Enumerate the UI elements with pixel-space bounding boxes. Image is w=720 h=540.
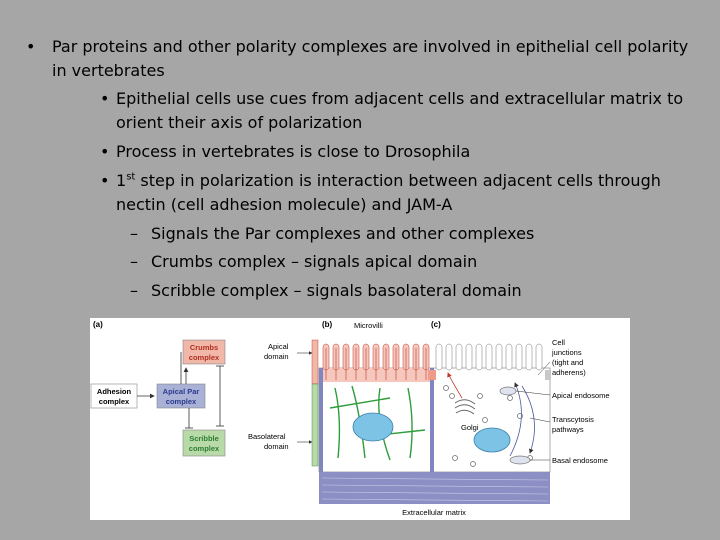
adhesion-label-1: Adhesion (97, 387, 132, 396)
scribble-label-2: complex (189, 444, 220, 453)
apical-band (319, 368, 431, 382)
sub-bullet-1: Signals the Par complexes and other comp… (151, 224, 535, 243)
figure-svg: (a) (b) (c) Crumbs complex Adhesion comp… (90, 320, 610, 517)
bullet-4-post: step in polarization is interaction betw… (135, 171, 661, 190)
basolateral-domain-label-1: Basolateral (248, 432, 286, 441)
actin-filaments (325, 348, 427, 380)
par-label-2: complex (166, 397, 197, 406)
scribble-complex-box (182, 429, 226, 457)
dash-marker: – (130, 281, 138, 300)
apical-domain-bar (311, 339, 319, 385)
ecm-label: Extracellular matrix (402, 508, 466, 517)
bullet-4-pre: 1 (116, 171, 127, 190)
bullet-3-line-1: Process in vertebrates is close to Droso… (116, 142, 471, 161)
golgi-stack (454, 399, 476, 415)
panel-a-label: (a) (93, 320, 103, 329)
microvilli-label: Microvilli (354, 321, 383, 330)
crumbs-label-2: complex (189, 353, 220, 362)
adhesion-label-2: complex (99, 397, 130, 406)
crumbs-complex-box (182, 339, 226, 365)
cell-junctions-label-1: Cell (552, 338, 565, 347)
transcytosis-label-1: Transcytosis (552, 415, 594, 424)
junction-mark-c (545, 370, 551, 380)
golgi-label: Golgi (461, 423, 479, 432)
polarity-figure: (a) (b) (c) Crumbs complex Adhesion comp… (90, 318, 630, 520)
basal-endosome-shape (509, 455, 531, 465)
cell-junctions-label-3: (tight and (552, 358, 583, 367)
label-pointers (515, 361, 551, 461)
extracellular-matrix (319, 472, 550, 504)
bullet-4-line-2: nectin (cell adhesion molecule) and JAM-… (116, 195, 453, 214)
dash-marker: – (130, 224, 138, 243)
transcytosis-arrow-1 (447, 372, 463, 399)
junction-mark-b (428, 370, 436, 380)
dash-marker: – (130, 252, 138, 271)
bullet-marker: • (100, 142, 110, 161)
ecm-fibers (321, 477, 549, 502)
scribble-label-1: Scribble (189, 434, 219, 443)
microvilli-c (435, 343, 543, 371)
apical-domain-label-1: Apical (268, 342, 289, 351)
bullet-4-line-1: 1st step in polarization is interaction … (116, 171, 661, 191)
crumbs-label-1: Crumbs (190, 343, 218, 352)
bullet-1-line-1: Par proteins and other polarity complexe… (52, 37, 689, 56)
apical-domain-label-2: domain (264, 352, 289, 361)
transcytosis-arrow-2 (509, 382, 522, 457)
bullet-2-line-2: orient their axis of polarization (116, 113, 363, 132)
bullet-marker: • (26, 37, 36, 56)
cell-junctions-label-4: adherens) (552, 368, 586, 377)
nucleus-b (352, 412, 394, 442)
bullet-marker: • (100, 89, 110, 108)
bullet-marker: • (100, 171, 110, 190)
bullet-4-sup: st (126, 171, 136, 183)
lateral-membrane-middle (430, 368, 434, 472)
basolateral-domain-bar (311, 383, 319, 467)
sub-bullet-2: Crumbs complex – signals apical domain (151, 252, 478, 271)
apical-par-box (156, 383, 206, 409)
par-label-1: Apical Par (163, 387, 200, 396)
panel-c-label: (c) (431, 320, 441, 329)
sub-bullet-3: Scribble complex – signals basolateral d… (151, 281, 522, 300)
basal-endosome-label: Basal endosome (552, 456, 608, 465)
apical-endosome-shape (499, 386, 517, 396)
adhesion-complex-box (90, 383, 138, 409)
bullet-1-line-2: in vertebrates (52, 61, 165, 80)
bullet-2-line-1: Epithelial cells use cues from adjacent … (116, 89, 684, 108)
transcytosis-label-2: pathways (552, 425, 584, 434)
basolateral-domain-label-2: domain (264, 442, 289, 451)
nucleus-c (473, 427, 511, 453)
cell-junctions-label-2: junctions (551, 348, 582, 357)
panel-b-label: (b) (322, 320, 333, 329)
lateral-membrane-left (319, 368, 323, 472)
apical-endosome-label: Apical endosome (552, 391, 610, 400)
